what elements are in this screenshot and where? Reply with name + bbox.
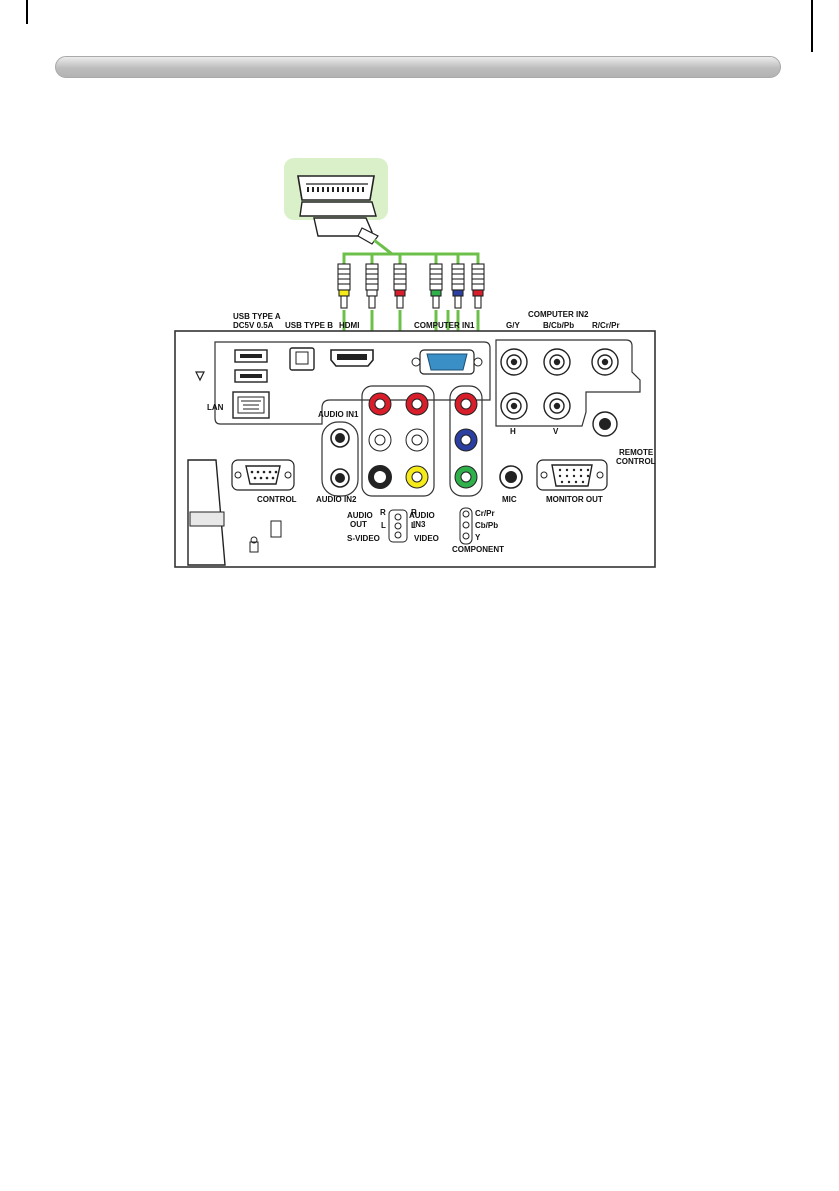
usb-type-b-port <box>290 348 314 370</box>
label-usb-type-a: USB TYPE A <box>233 312 281 321</box>
monitor-out-port <box>537 460 607 490</box>
label-cb-pb: Cb/Pb <box>475 521 498 530</box>
audio-in2-port <box>331 469 349 487</box>
component-cr-pr-jack <box>455 393 477 415</box>
audio-in1-port <box>331 429 349 447</box>
label-video: VIDEO <box>414 534 439 543</box>
lan-port <box>233 392 269 418</box>
label-lan: LAN <box>207 403 224 412</box>
label-computer-in1: COMPUTER IN1 <box>414 321 475 330</box>
label-rcrpr: R/Cr/Pr <box>592 321 620 330</box>
label-usb-type-b: USB TYPE B <box>285 321 333 330</box>
label-audio-out-1: AUDIO <box>347 511 373 520</box>
label-r-right: R <box>411 508 417 517</box>
label-l-right: L <box>411 521 416 530</box>
label-remote-control: CONTROL <box>616 457 656 466</box>
label-h: H <box>510 427 516 436</box>
component-cb-pb-jack <box>455 429 477 451</box>
scart-plug <box>284 158 388 244</box>
label-r-left: R <box>380 508 386 517</box>
label-hdmi: HDMI <box>339 321 359 330</box>
audio-out-l-jack <box>369 429 391 451</box>
hdmi-port <box>331 350 373 366</box>
audio-in3-r-jack <box>406 393 428 415</box>
computer-in1-port <box>412 350 482 374</box>
label-audio-in2: AUDIO IN2 <box>316 495 357 504</box>
mic-port <box>500 466 522 488</box>
video-jack <box>406 466 428 488</box>
audio-out-r-jack <box>369 393 391 415</box>
label-l-left: L <box>381 521 386 530</box>
s-video-port <box>368 465 392 489</box>
label-y: Y <box>475 533 481 542</box>
control-port <box>232 460 294 490</box>
rca-plugs <box>338 264 484 308</box>
label-cr-pr: Cr/Pr <box>475 509 495 518</box>
projector-rear-panel <box>175 331 655 567</box>
label-control: CONTROL <box>257 495 297 504</box>
component-y-jack <box>455 466 477 488</box>
audio-in3-l-jack <box>406 429 428 451</box>
label-v: V <box>553 427 559 436</box>
label-monitor-out: MONITOR OUT <box>546 495 603 504</box>
remote-control-port <box>593 412 617 436</box>
label-bcbpb: B/Cb/Pb <box>543 321 574 330</box>
label-computer-in2: COMPUTER IN2 <box>528 310 589 319</box>
label-audio-out-2: OUT <box>350 520 367 529</box>
label-mic: MIC <box>502 495 517 504</box>
label-usb-dc5v: DC5V 0.5A <box>233 321 274 330</box>
label-s-video: S-VIDEO <box>347 534 380 543</box>
label-component: COMPONENT <box>452 545 504 554</box>
label-remote: REMOTE <box>619 448 654 457</box>
label-gy: G/Y <box>506 321 520 330</box>
label-audio-in1: AUDIO IN1 <box>318 410 359 419</box>
connection-diagram: USB TYPE A DC5V 0.5A USB TYPE B HDMI COM… <box>0 0 839 600</box>
